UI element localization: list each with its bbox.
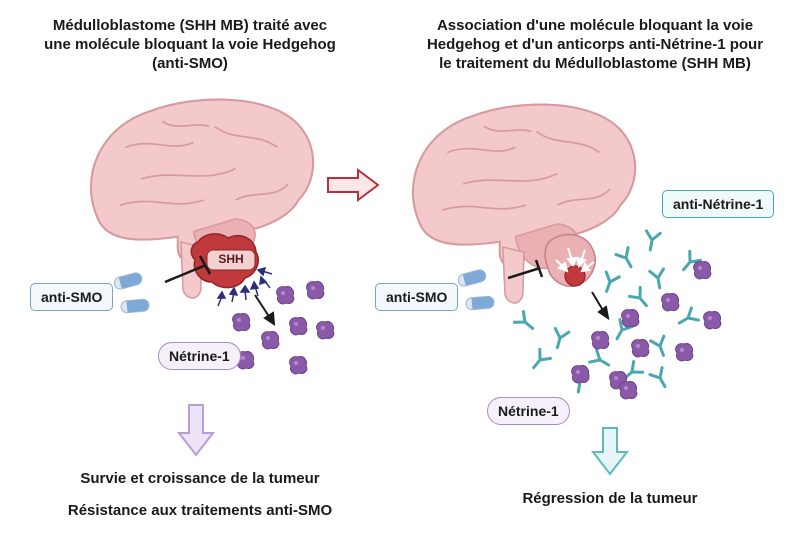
left-tumor-icon: [190, 233, 259, 289]
left-outcome-resistance: Résistance aux traitements anti-SMO: [67, 502, 333, 519]
left-panel-title: Médulloblastome (SHH MB) traité avec une…: [44, 17, 336, 72]
antibody-icon: [526, 347, 553, 374]
netrin-protein-icon: [316, 321, 335, 340]
left-down-arrow-icon: [176, 404, 216, 457]
antibody-icon: [512, 309, 539, 336]
netrin-protein-icon: [661, 293, 680, 312]
right-down-arrow-icon: [590, 427, 630, 476]
netrin-protein-icon: [621, 309, 640, 328]
antibody-icon: [648, 366, 673, 392]
antibody-icon: [627, 285, 654, 312]
tumor-label: SHH: [218, 252, 244, 266]
netrin-protein-icon: [306, 281, 325, 300]
right-tumor-icon: [544, 233, 596, 287]
netrin-protein-icon: [631, 339, 650, 358]
netrin-protein-icon: [619, 381, 638, 400]
antibody-icon: [549, 326, 571, 351]
netrin-protein-icon: [571, 365, 590, 384]
right-inhibition-icon: [507, 259, 544, 280]
netrin-protein-icon: [289, 317, 308, 336]
netrin-protein-icon: [675, 343, 694, 362]
netrin-protein-icon: [232, 313, 251, 332]
left-anti-smo-label: anti-SMO: [30, 283, 114, 311]
antibody-icon: [614, 246, 639, 272]
netrin-protein-icon: [591, 331, 610, 350]
netrin-protein-icon: [276, 286, 295, 305]
netrin-protein-icon: [703, 311, 722, 330]
antibody-icon: [641, 229, 662, 253]
left-signal-arrows: [216, 266, 273, 307]
right-netrin-cluster: [571, 261, 722, 400]
left-release-arrow: [254, 294, 276, 326]
right-release-arrow: [591, 291, 610, 321]
antibody-icon: [598, 270, 621, 296]
antibody-icon: [648, 267, 669, 291]
right-netrin-label: Nétrine-1: [487, 397, 570, 425]
right-anti-smo-label: anti-SMO: [375, 283, 459, 311]
left-netrin-label: Nétrine-1: [158, 342, 241, 370]
left-outcome-survival: Survie et croissance de la tumeur: [80, 470, 320, 487]
antibody-icon: [588, 348, 614, 373]
left-inhibition-icon: [164, 255, 212, 284]
right-panel-title: Association d'une molécule bloquant la v…: [426, 17, 764, 72]
antibody-icon: [674, 306, 700, 331]
netrin-protein-icon: [693, 261, 712, 280]
netrin-protein-icon: [261, 331, 280, 350]
left-netrin-cluster: [232, 281, 335, 375]
left-pill-icon: [112, 271, 150, 314]
arrow-right-icon: [327, 168, 380, 202]
anti-netrin-label: anti-Nétrine-1: [662, 190, 775, 218]
right-pill-icon: [456, 268, 495, 311]
netrin-protein-icon: [289, 356, 308, 375]
antibody-icon: [649, 334, 672, 360]
right-outcome-regression: Régression de la tumeur: [522, 490, 698, 507]
